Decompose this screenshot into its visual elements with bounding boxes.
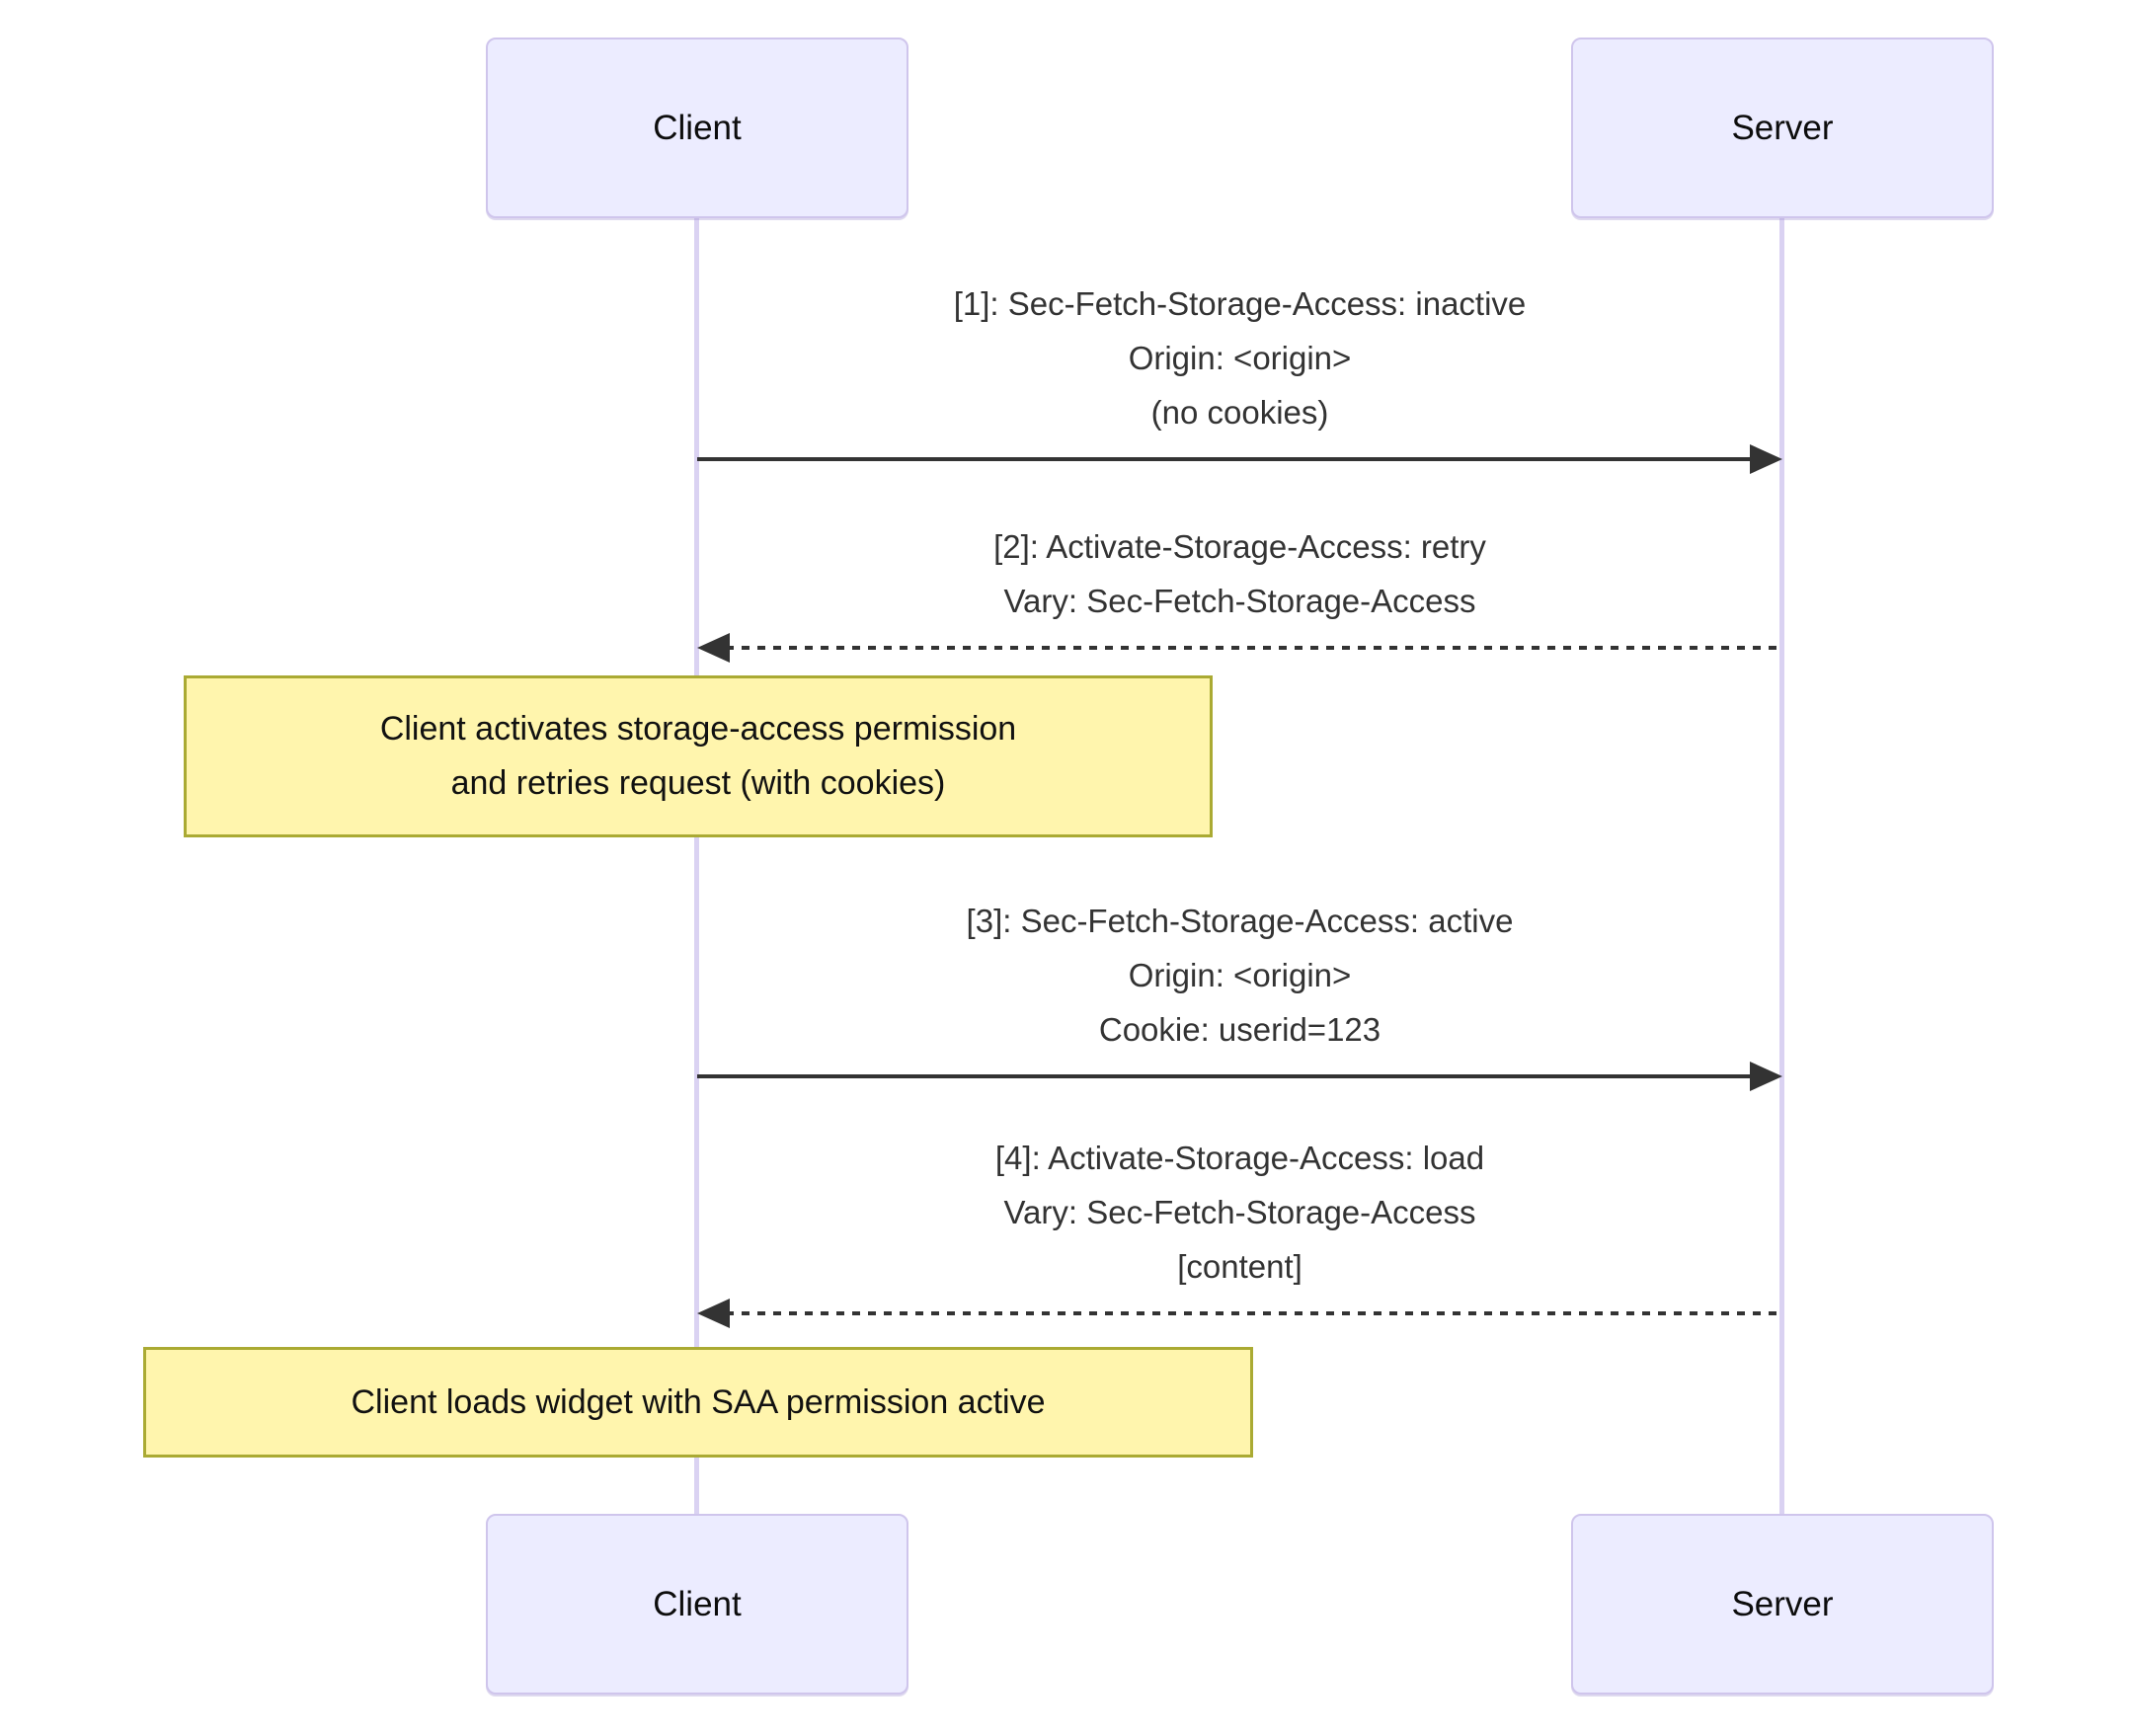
actor-server-top: Server	[1571, 38, 1994, 218]
message-3-line-2: Origin: <origin>	[1128, 957, 1352, 993]
message-3-line-1: [3]: Sec-Fetch-Storage-Access: active	[966, 903, 1514, 939]
message-3-arrow-solid-right	[697, 1062, 1782, 1091]
actor-client-top: Client	[486, 38, 908, 218]
message-1-line-1: [1]: Sec-Fetch-Storage-Access: inactive	[953, 285, 1527, 322]
message-1-line-3: (no cookies)	[1150, 394, 1329, 431]
actor-server-bottom-label: Server	[1731, 1584, 1834, 1623]
message-4-label: [4]: Activate-Storage-Access: load Vary:…	[697, 1131, 1782, 1294]
note-load-widget: Client loads widget with SAA permission …	[143, 1347, 1253, 1458]
message-4-line-2: Vary: Sec-Fetch-Storage-Access	[1003, 1194, 1476, 1230]
actor-client-bottom-label: Client	[653, 1584, 742, 1623]
message-2-arrow-dashed-left	[697, 633, 1782, 663]
lifeline-client	[694, 218, 699, 1514]
note-1-line-1: Client activates storage-access permissi…	[379, 710, 1017, 748]
message-3-line-3: Cookie: userid=123	[1098, 1011, 1381, 1048]
message-4-line-1: [4]: Activate-Storage-Access: load	[994, 1140, 1485, 1176]
message-1-line-2: Origin: <origin>	[1128, 340, 1352, 376]
message-2-line-1: [2]: Activate-Storage-Access: retry	[993, 528, 1486, 565]
note-activate-permission: Client activates storage-access permissi…	[184, 675, 1213, 837]
actor-server-bottom: Server	[1571, 1514, 1994, 1695]
message-4-line-3: [content]	[1177, 1248, 1302, 1285]
actor-client-bottom: Client	[486, 1514, 908, 1695]
message-3-label: [3]: Sec-Fetch-Storage-Access: active Or…	[697, 894, 1782, 1057]
lifeline-server	[1779, 218, 1784, 1514]
note-1-line-2: and retries request (with cookies)	[450, 764, 946, 802]
actor-client-top-label: Client	[653, 108, 742, 147]
message-1-label: [1]: Sec-Fetch-Storage-Access: inactive …	[697, 276, 1782, 439]
message-4-arrow-dashed-left	[697, 1299, 1782, 1328]
message-1-arrow-solid-right	[697, 444, 1782, 474]
note-2-line-1: Client loads widget with SAA permission …	[351, 1382, 1046, 1421]
message-2-label: [2]: Activate-Storage-Access: retry Vary…	[697, 519, 1782, 628]
actor-server-top-label: Server	[1731, 108, 1834, 147]
message-2-line-2: Vary: Sec-Fetch-Storage-Access	[1003, 583, 1476, 619]
